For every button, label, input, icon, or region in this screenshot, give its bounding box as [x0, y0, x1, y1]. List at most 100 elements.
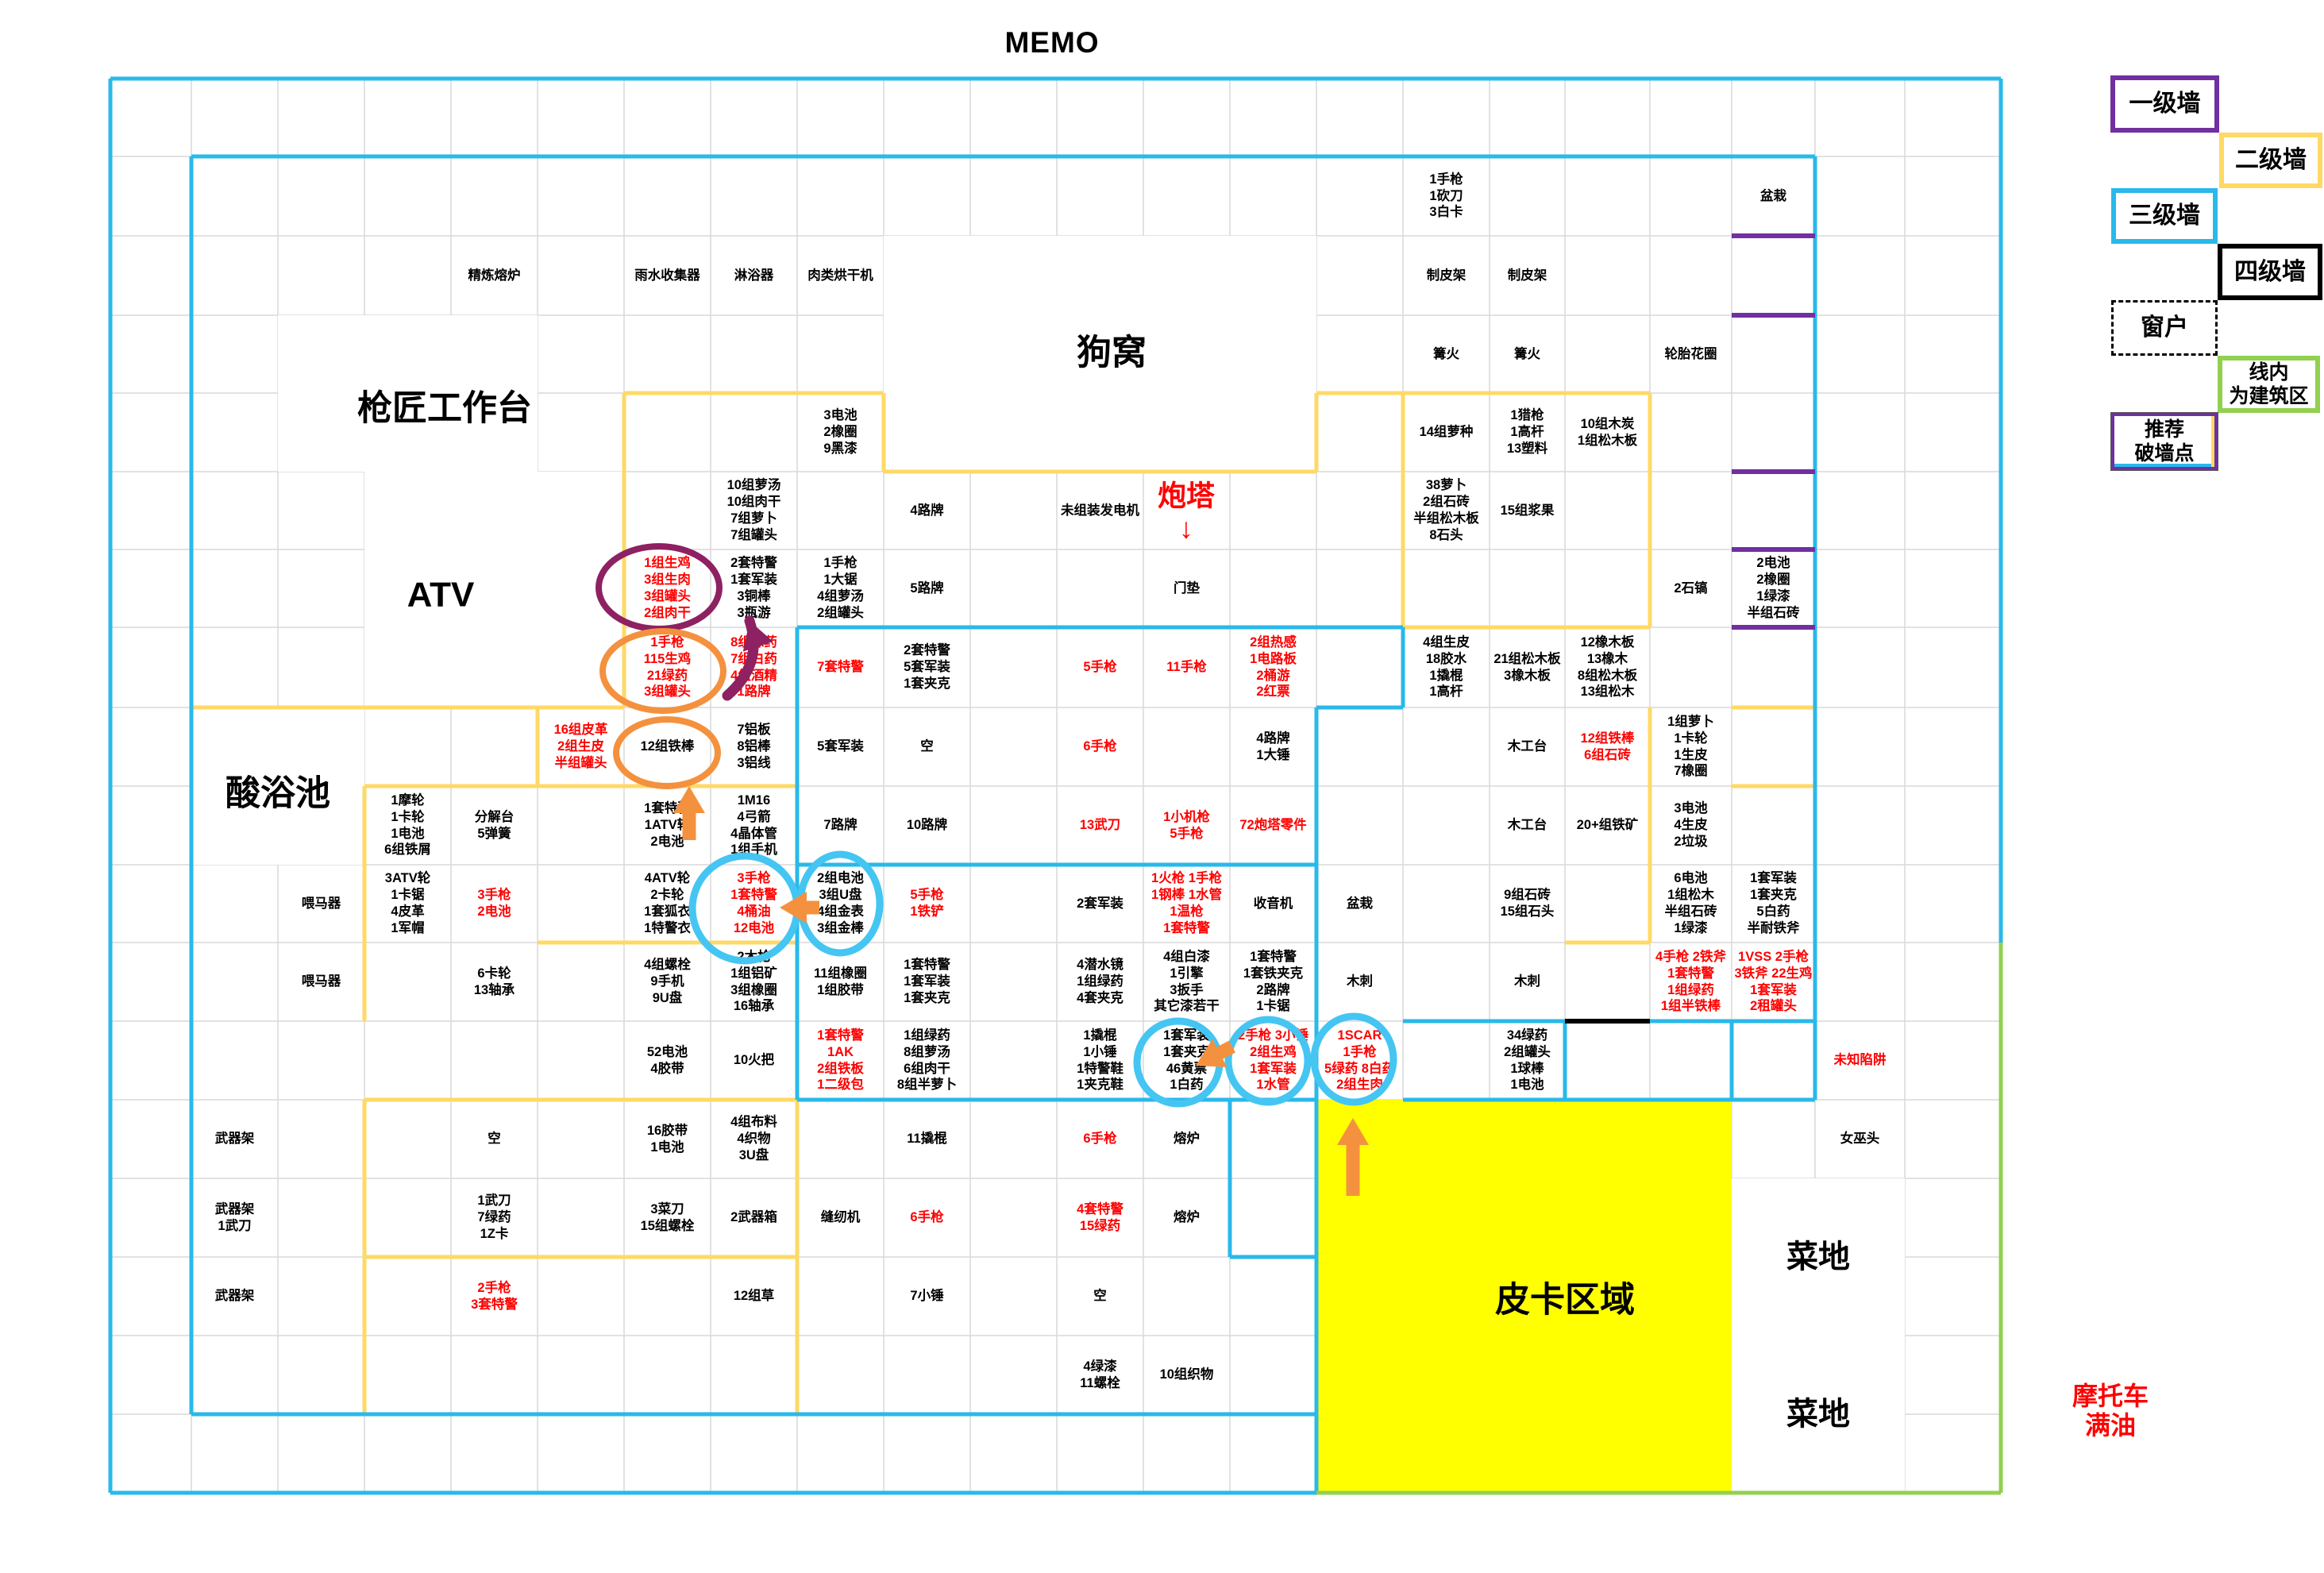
highlight-circle [613, 716, 721, 789]
grid-cell: 分解台 5弹簧 [474, 809, 515, 841]
grid-cell: 10组木炭 1组松木板 [1577, 416, 1638, 448]
grid-cell: 2套特警 5套军装 1套夹克 [904, 643, 950, 691]
merge-patch [191, 707, 364, 865]
grid-cell: 2武器箱 [730, 1210, 777, 1225]
grid-cell: 未组装发电机 [1061, 503, 1139, 518]
grid-cell: 空 [1093, 1289, 1107, 1304]
arrow-head-icon [1196, 1039, 1228, 1068]
grid-cell: 1套军装 1套夹克 46黄票 1白药 [1163, 1027, 1210, 1093]
grid-cell: 4组螺栓 9手机 9U盘 [644, 958, 691, 1005]
grid-cell: 1猎枪 1高杆 13塑料 [1506, 408, 1548, 456]
grid-cell: 制皮架 [1507, 268, 1547, 283]
grid-cell: 1手枪 115生鸡 21绿药 3组罐头 [643, 634, 692, 700]
grid-cell: 木工台 [1507, 739, 1547, 754]
legend-item-win: 窗户 [2111, 300, 2218, 356]
grid-cell: 3手枪 1套特警 4桶油 12电池 [730, 871, 777, 935]
grid-cell: 20+组铁矿 [1576, 818, 1639, 833]
arrow-head-icon [742, 621, 773, 652]
merge-patch [884, 236, 1316, 472]
grid-cell: 木刺 [1347, 974, 1373, 989]
grid-cell: 72炮塔零件 [1239, 818, 1307, 833]
area-label: ATV [407, 575, 475, 615]
grid-cell: 2手枪 3小锤 2组生鸡 1套军装 1水管 [1238, 1027, 1308, 1093]
grid-cell: 4ATV轮 2卡轮 1套狐衣 1特警衣 [644, 871, 691, 935]
grid-cell: 空 [488, 1132, 501, 1147]
area-label: 菜地 [1786, 1240, 1850, 1274]
highlight-circle [599, 628, 726, 714]
grid-cell: 3ATV轮 1卡锯 4皮革 1军帽 [384, 871, 431, 935]
grid-cell: 13武刀 [1079, 818, 1121, 833]
grid-cell: 7套特警 [817, 660, 864, 675]
grid-cell: 2手枪 3套特警 [471, 1280, 518, 1312]
merge-patch [1732, 1336, 1905, 1493]
grid-cell: 2组电池 3组U盘 4组金表 3组金棒 [817, 871, 864, 935]
grid-cell: 4组白漆 1引擎 3扳手 其它漆若干 [1154, 949, 1220, 1014]
merge-patch [278, 315, 538, 472]
highlight-circle [1310, 1012, 1397, 1106]
grid-cell: 6手枪 [1083, 1132, 1117, 1147]
grid-cell: 16胶带 1电池 [646, 1123, 688, 1155]
arrow-head-icon [1337, 1118, 1369, 1145]
grid-cell: 12组铁棒 [640, 739, 695, 754]
grid-cell: 篝火 [1433, 346, 1459, 361]
grid-cell: 1组绿药 8组萝汤 6组肉干 8组半萝卜 [896, 1027, 958, 1093]
grid-cell: 门垫 [1174, 580, 1200, 596]
grid-cell: 收音机 [1253, 896, 1293, 911]
grid-cell: 11手枪 [1166, 660, 1207, 675]
grid-cell: 10火把 [733, 1053, 775, 1068]
grid-cell: 篝火 [1514, 346, 1540, 361]
grid-cell: 1套特警 1套铁夹克 2路牌 1卡锯 [1243, 949, 1304, 1014]
grid-cell: 空 [920, 739, 934, 754]
grid-cell: 熔炉 [1174, 1210, 1200, 1225]
grid-cell: 1火枪 1手枪 1钢棒 1水管 1温枪 1套特警 [1151, 871, 1222, 935]
highlight-circle [595, 543, 723, 632]
grid-cell: 1套特警 1套军装 1套夹克 [904, 958, 950, 1005]
grid-cell: 轮胎花圈 [1664, 346, 1717, 361]
area-label: 摩托车 满油 [2072, 1382, 2149, 1440]
grid-cell: 4手枪 2铁斧 1套特警 1组绿药 1组半铁棒 [1655, 949, 1726, 1014]
grid-cell: 4绿漆 11螺栓 [1080, 1359, 1120, 1390]
grid-cell: 2套特警 1套军装 3铜棒 3瓶游 [730, 556, 777, 620]
grid-cell: 12橡木板 13橡木 8组松木板 13组松木 [1577, 634, 1638, 700]
grid-cell: 2电池 2橡圈 1绿漆 半组石砖 [1747, 556, 1800, 620]
grid-cell: 5套军装 [817, 739, 864, 754]
arrow-head-icon [673, 786, 705, 813]
highlight-circle [1224, 1016, 1312, 1106]
grid-cell: 缝纫机 [820, 1210, 861, 1225]
merge-patch [1732, 1178, 1905, 1336]
grid-cell: 1VSS 2手枪 3铁斧 22生鸡 1套军装 2租罐头 [1734, 949, 1813, 1014]
grid-cell: 制皮架 [1426, 268, 1466, 283]
grid-cell: 2石镐 [1674, 580, 1708, 596]
grid-cell: 3电池 4生皮 2垃圾 [1674, 801, 1708, 849]
grid-cell: 6卡轮 13轴承 [473, 966, 515, 997]
grid-cell: 1手枪 1大锯 4组萝汤 2组罐头 [817, 556, 864, 620]
grid-cell: 武器架 [214, 1289, 255, 1304]
grid-cell: 肉类烘干机 [807, 268, 873, 283]
grid-cell: 未知陷阱 [1833, 1053, 1887, 1068]
grid-cell: 3手枪 2电池 [477, 888, 511, 919]
grid-cell: 1套特警 1AK 2组铁板 1二级包 [817, 1027, 864, 1093]
legend-item-p2: 二级墙 [2219, 133, 2322, 188]
grid-cell: 武器架 [214, 1132, 255, 1147]
area-label: 炮塔 ↓ [1157, 479, 1216, 545]
grid-cell: 4组生皮 18胶水 1撬棍 1高杆 [1423, 634, 1470, 700]
grid-cell: 盆栽 [1347, 896, 1373, 911]
grid-cell: 10路牌 [906, 818, 948, 833]
grid-cell: 3菜刀 15组螺栓 [640, 1201, 695, 1233]
grid-cell: 1撬棍 1小锤 1特警鞋 1夹克鞋 [1077, 1027, 1123, 1093]
grid-cell: 4路牌 [910, 503, 944, 518]
grid-cell: 5手枪 1铁铲 [910, 888, 944, 919]
legend-item-break: 推荐 破墙点 [2110, 412, 2218, 471]
grid-cell: 盆栽 [1760, 188, 1786, 203]
grid-cell: 4潜水镜 1组绿药 4套夹克 [1077, 958, 1123, 1005]
grid-cell: 5路牌 [910, 580, 944, 596]
legend-item-p1: 一级墙 [2110, 75, 2219, 133]
grid-cell: 1武刀 7绿药 1Z卡 [477, 1193, 511, 1241]
grid-cell: 2套军装 [1077, 896, 1123, 911]
grid-cell: 1小机枪 5手枪 [1163, 809, 1210, 841]
pickup-area-fill [1316, 1100, 1732, 1493]
grid-cell: 4套特警 15绿药 [1077, 1201, 1123, 1233]
grid-cell: 7小锤 [910, 1289, 944, 1304]
grid-cell: 2组热感 1电路板 2桶游 2红票 [1250, 634, 1297, 700]
